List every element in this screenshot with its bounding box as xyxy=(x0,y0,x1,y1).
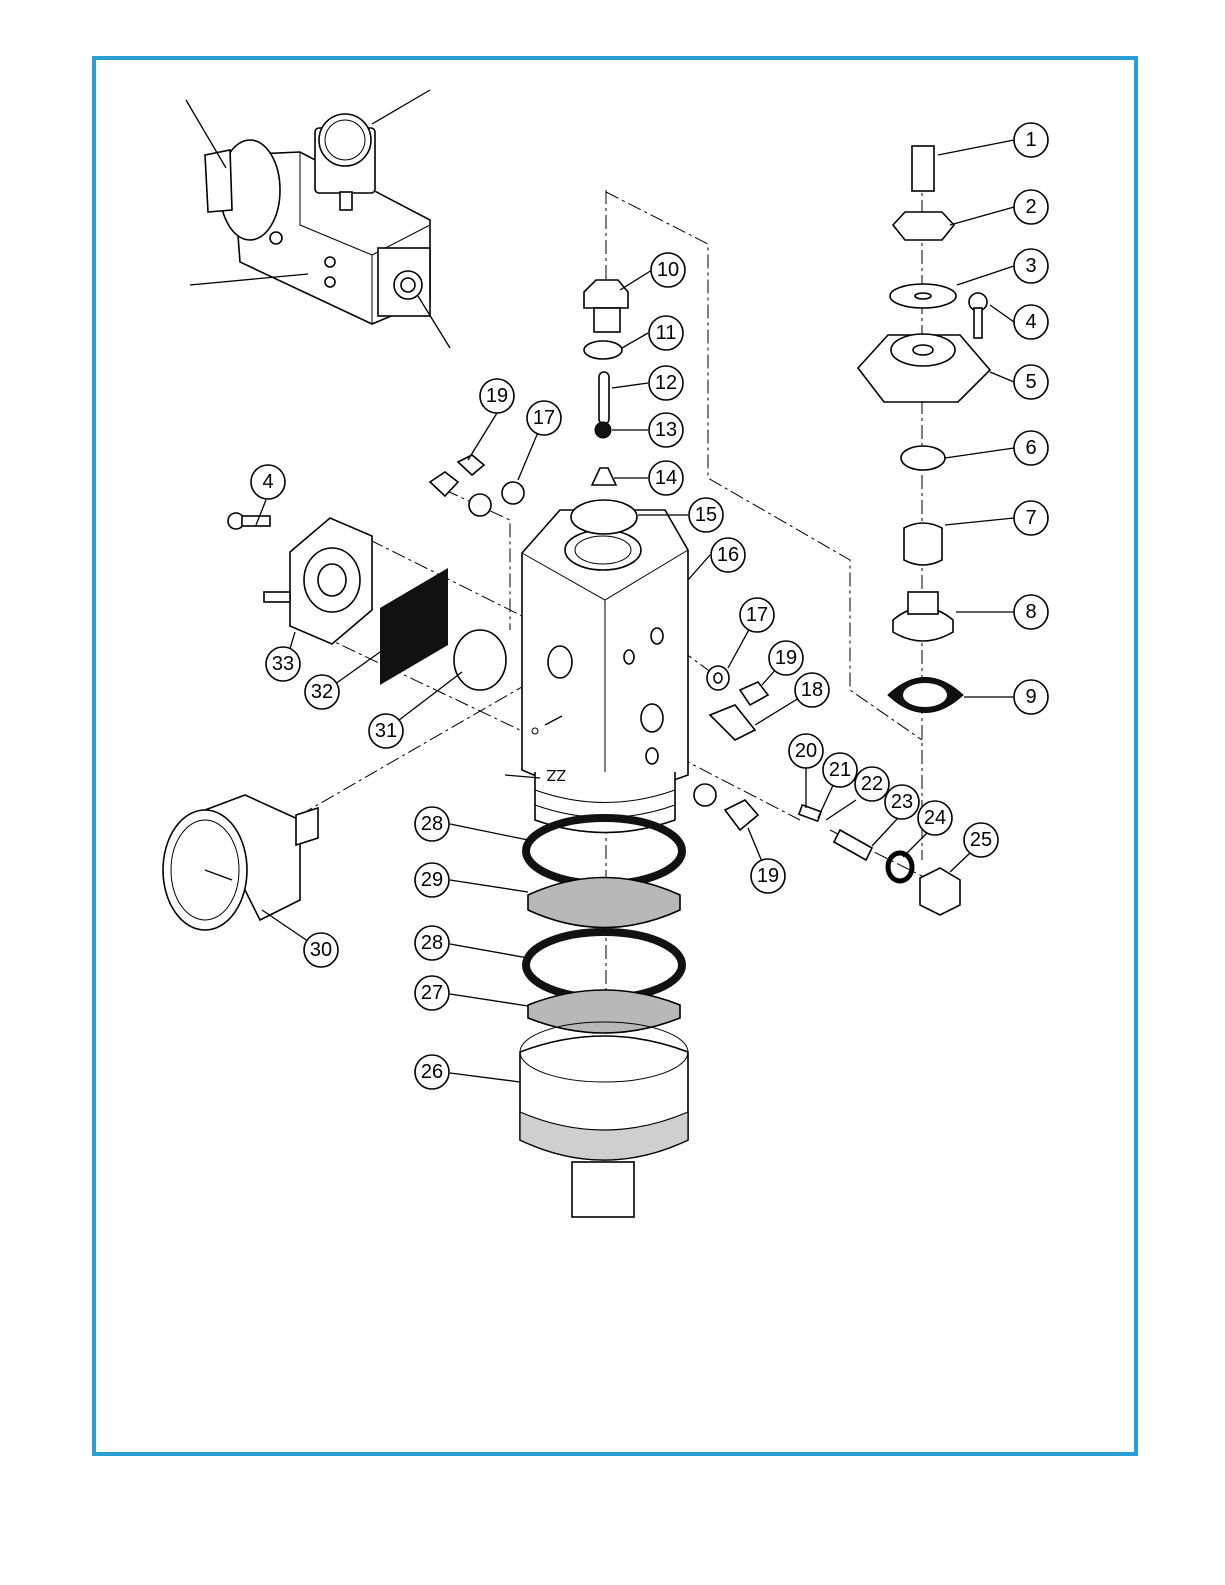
callout-19-upper: 19 xyxy=(480,379,514,413)
svg-text:18: 18 xyxy=(801,679,823,701)
svg-text:17: 17 xyxy=(746,604,768,626)
right-top-parts xyxy=(858,146,990,713)
callout-15: 15 xyxy=(689,498,723,532)
lower-parts xyxy=(520,818,688,1217)
callout-19-right: 19 xyxy=(769,641,803,675)
svg-text:4: 4 xyxy=(1025,311,1036,333)
svg-text:24: 24 xyxy=(924,807,946,829)
svg-text:19: 19 xyxy=(486,385,508,407)
regulator-body: ZZ xyxy=(505,510,688,833)
callout-27: 27 xyxy=(415,976,449,1010)
svg-text:29: 29 xyxy=(421,869,443,891)
svg-text:16: 16 xyxy=(717,544,739,566)
svg-text:28: 28 xyxy=(421,932,443,954)
callout-3: 3 xyxy=(1014,249,1048,283)
svg-text:12: 12 xyxy=(655,372,677,394)
svg-text:19: 19 xyxy=(757,865,779,887)
svg-text:2: 2 xyxy=(1025,196,1036,218)
callout-1: 1 xyxy=(1014,123,1048,157)
callout-4-right: 4 xyxy=(1014,305,1048,339)
svg-text:26: 26 xyxy=(421,1061,443,1083)
callout-26: 26 xyxy=(415,1055,449,1089)
svg-text:22: 22 xyxy=(861,773,883,795)
callout-17-upper: 17 xyxy=(527,401,561,435)
callout-25: 25 xyxy=(964,823,998,857)
callout-28-lower: 28 xyxy=(415,926,449,960)
svg-text:5: 5 xyxy=(1025,371,1036,393)
callout-17-right: 17 xyxy=(740,598,774,632)
callout-29: 29 xyxy=(415,863,449,897)
callout-22: 22 xyxy=(855,767,889,801)
callout-6: 6 xyxy=(1014,431,1048,465)
callout-33: 33 xyxy=(266,647,300,681)
callout-4-left: 4 xyxy=(251,465,285,499)
callout-20: 20 xyxy=(789,734,823,768)
svg-text:7: 7 xyxy=(1025,507,1036,529)
svg-text:10: 10 xyxy=(657,259,679,281)
svg-text:25: 25 xyxy=(970,829,992,851)
callout-2: 2 xyxy=(1014,190,1048,224)
svg-text:3: 3 xyxy=(1025,255,1036,277)
callout-16: 16 xyxy=(711,538,745,572)
callout-18: 18 xyxy=(795,673,829,707)
callout-9: 9 xyxy=(1014,680,1048,714)
pressure-gauge xyxy=(163,795,318,930)
svg-text:27: 27 xyxy=(421,982,443,1004)
callout-31: 31 xyxy=(369,714,403,748)
callout-23: 23 xyxy=(885,785,919,819)
center-top-parts xyxy=(571,280,637,534)
callout-14: 14 xyxy=(649,461,683,495)
svg-text:28: 28 xyxy=(421,813,443,835)
svg-text:4: 4 xyxy=(262,471,273,493)
callout-21: 21 xyxy=(823,753,857,787)
svg-text:33: 33 xyxy=(272,653,294,675)
callout-11: 11 xyxy=(649,316,683,350)
body-marking: ZZ xyxy=(546,766,566,783)
svg-text:17: 17 xyxy=(533,407,555,429)
callout-32: 32 xyxy=(305,675,339,709)
callout-24: 24 xyxy=(918,801,952,835)
svg-text:21: 21 xyxy=(829,759,851,781)
callout-19-lower: 19 xyxy=(751,859,785,893)
svg-text:9: 9 xyxy=(1025,686,1036,708)
assembled-regulator-illustration xyxy=(186,90,450,348)
callout-28-upper: 28 xyxy=(415,807,449,841)
svg-text:32: 32 xyxy=(311,681,333,703)
svg-text:31: 31 xyxy=(375,720,397,742)
callout-12: 12 xyxy=(649,366,683,400)
svg-text:23: 23 xyxy=(891,791,913,813)
svg-text:13: 13 xyxy=(655,419,677,441)
callout-10: 10 xyxy=(651,253,685,287)
callout-13: 13 xyxy=(649,413,683,447)
svg-text:15: 15 xyxy=(695,504,717,526)
svg-text:30: 30 xyxy=(310,939,332,961)
svg-text:11: 11 xyxy=(656,322,677,344)
callout-8: 8 xyxy=(1014,595,1048,629)
callout-7: 7 xyxy=(1014,501,1048,535)
callout-30: 30 xyxy=(304,933,338,967)
svg-text:14: 14 xyxy=(655,467,677,489)
svg-text:19: 19 xyxy=(775,647,797,669)
svg-text:6: 6 xyxy=(1025,437,1036,459)
svg-text:1: 1 xyxy=(1025,129,1036,151)
callout-5: 5 xyxy=(1014,365,1048,399)
svg-text:8: 8 xyxy=(1025,601,1036,623)
svg-text:20: 20 xyxy=(795,740,817,762)
